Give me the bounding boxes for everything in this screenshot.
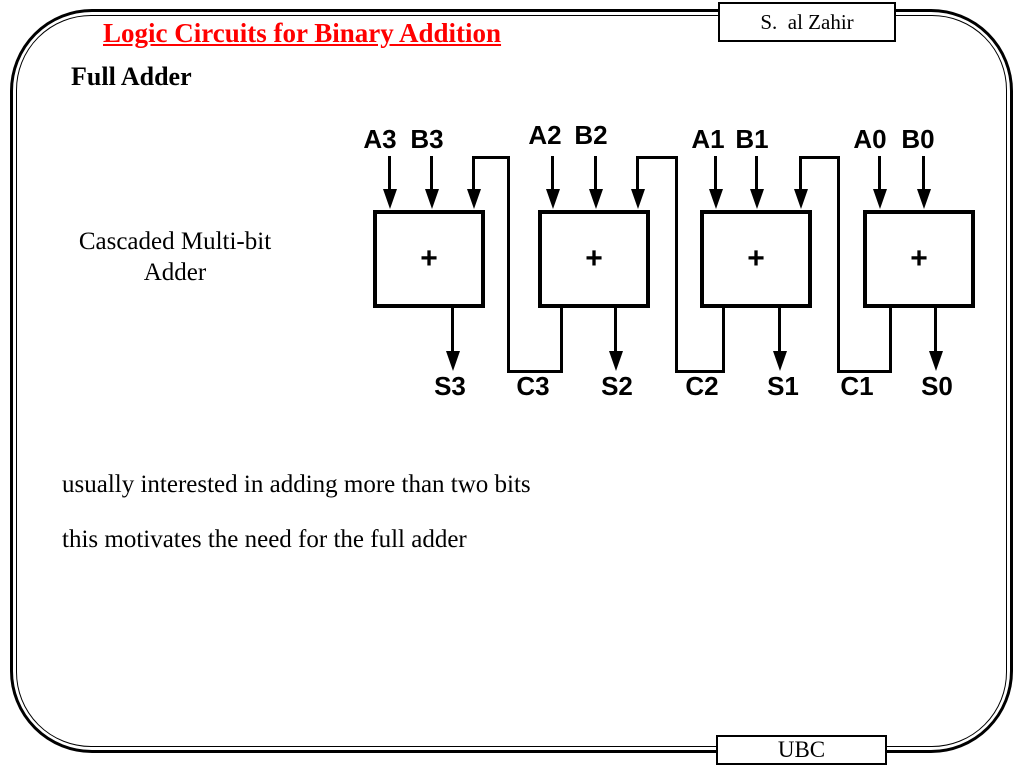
author-box: S. al Zahir (718, 2, 896, 42)
b3-arrowhead (425, 189, 439, 209)
label-c2: C2 (685, 371, 719, 401)
a3-arrow-shaft (388, 156, 391, 192)
label-b3: B3 (410, 124, 444, 154)
label-b2: B2 (574, 120, 608, 150)
slide-title: Logic Circuits for Binary Addition (103, 18, 502, 48)
s1-arrowhead (773, 351, 787, 371)
label-c1: C1 (840, 371, 874, 401)
c2-wire-down (675, 156, 678, 373)
label-b1: B1 (735, 124, 769, 154)
c1-wire-top (799, 156, 840, 159)
a0-arrow-shaft (878, 156, 881, 192)
b2-arrowhead (589, 189, 603, 209)
adder-box-0: + (863, 210, 975, 308)
label-a0: A0 (853, 124, 887, 154)
c2-carry-in-shaft (636, 156, 639, 192)
plus-sign: + (910, 242, 928, 275)
s2-arrowhead (609, 351, 623, 371)
c1-carry-in-arrowhead (794, 189, 808, 209)
c2-carry-in-arrowhead (631, 189, 645, 209)
adder-box-1: + (700, 210, 812, 308)
label-b0: B0 (901, 124, 935, 154)
a2-arrow-shaft (551, 156, 554, 192)
s3-arrowhead (446, 351, 460, 371)
footer-box: UBC (716, 735, 887, 765)
slide-border-inner (16, 15, 1007, 747)
label-c3: C3 (516, 371, 550, 401)
b2-arrow-shaft (594, 156, 597, 192)
plus-sign: + (747, 242, 765, 275)
s3-arrow-shaft (451, 306, 454, 352)
author-name: S. al Zahir (760, 9, 854, 34)
diagram-caption: Cascaded Multi-bit Adder (60, 226, 290, 288)
body-line-1: usually interested in adding more than t… (62, 471, 531, 498)
caption-line-2: Adder (143, 259, 207, 286)
a2-arrowhead (546, 189, 560, 209)
label-s3: S3 (434, 371, 466, 401)
label-a1: A1 (691, 124, 725, 154)
c1-carry-in-shaft (799, 156, 802, 192)
slide-subtitle: Full Adder (71, 62, 192, 91)
caption-line-1: Cascaded Multi-bit (78, 228, 272, 255)
a1-arrow-shaft (714, 156, 717, 192)
b0-arrow-shaft (922, 156, 925, 192)
a3-arrowhead (383, 189, 397, 209)
a0-arrowhead (873, 189, 887, 209)
c3-wire-up (560, 306, 563, 373)
c1-wire-down (837, 156, 840, 373)
s0-arrowhead (929, 351, 943, 371)
b1-arrow-shaft (755, 156, 758, 192)
body-text: usually interested in adding more than t… (62, 471, 531, 581)
body-line-2: this motivates the need for the full add… (62, 526, 467, 553)
b1-arrowhead (750, 189, 764, 209)
plus-sign: + (420, 242, 438, 275)
c1-wire-bottom (837, 370, 892, 373)
s2-arrow-shaft (614, 306, 617, 352)
c3-wire-top (472, 156, 510, 159)
c3-wire-bottom (507, 370, 563, 373)
label-s1: S1 (767, 371, 799, 401)
b3-arrow-shaft (430, 156, 433, 192)
label-s2: S2 (601, 371, 633, 401)
c2-wire-bottom (675, 370, 725, 373)
label-a3: A3 (363, 124, 397, 154)
s0-arrow-shaft (934, 306, 937, 352)
a1-arrowhead (709, 189, 723, 209)
c2-wire-top (636, 156, 678, 159)
adder-box-2: + (538, 210, 650, 308)
footer-label: UBC (777, 737, 826, 762)
adder-box-3: + (373, 210, 485, 308)
label-s0: S0 (921, 371, 953, 401)
c3-wire-down (507, 156, 510, 373)
slide-border-outer (10, 9, 1013, 753)
plus-sign: + (585, 242, 603, 275)
b0-arrowhead (917, 189, 931, 209)
c3-carry-in-arrowhead (467, 189, 481, 209)
c3-carry-in-shaft (472, 156, 475, 192)
c1-wire-up (889, 306, 892, 373)
label-a2: A2 (528, 120, 562, 150)
s1-arrow-shaft (778, 306, 781, 352)
c2-wire-up (722, 306, 725, 373)
